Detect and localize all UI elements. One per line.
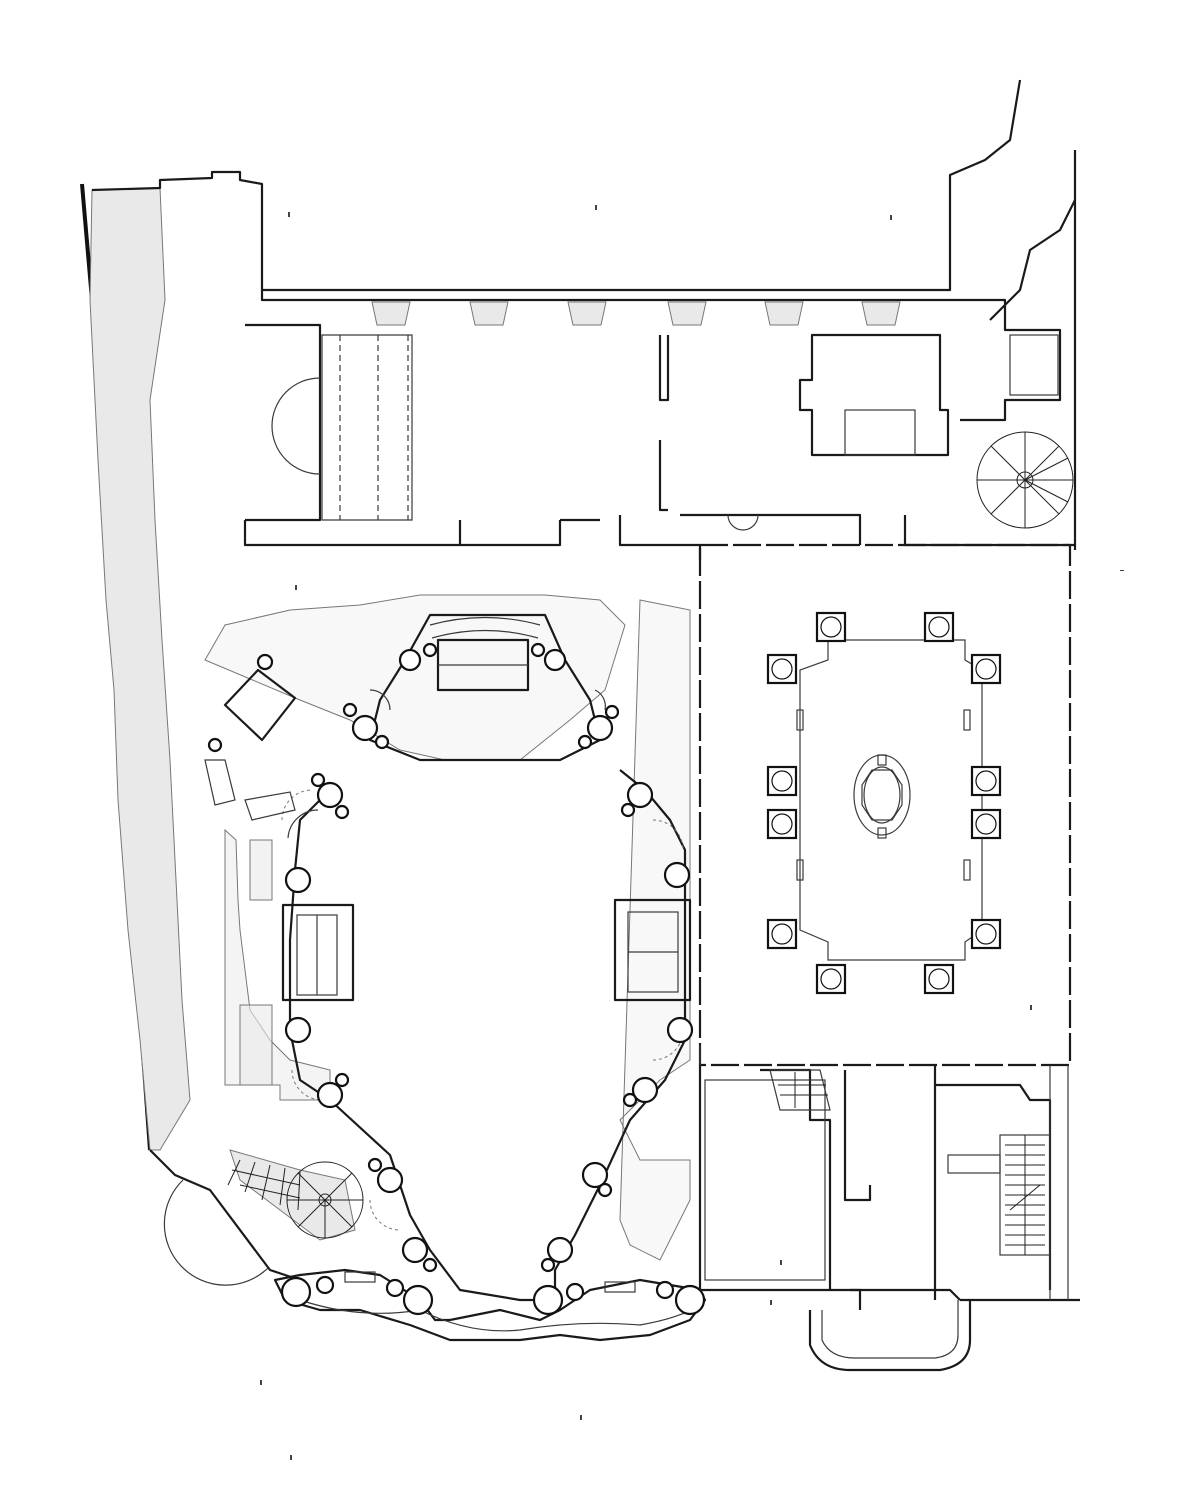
east-corridor-lines <box>699 1045 1069 1300</box>
column-cluster <box>342 702 390 750</box>
column-cluster <box>316 1072 350 1109</box>
column <box>815 963 847 995</box>
colonnade-hall <box>698 543 1072 1067</box>
column-cluster <box>581 1161 613 1198</box>
south-curved-facade <box>273 1268 707 1342</box>
column-cluster <box>666 1016 694 1044</box>
north-hall <box>245 323 562 547</box>
column-cluster <box>620 781 654 818</box>
column <box>970 808 1002 840</box>
oval-hall-east-niche <box>613 898 692 1002</box>
column <box>970 653 1002 685</box>
west-vestibule <box>204 653 606 1086</box>
column <box>766 765 798 797</box>
column-cluster <box>622 1076 659 1108</box>
north-east-spiral-stair <box>960 199 1076 529</box>
column <box>923 963 955 995</box>
column-cluster <box>540 1236 574 1273</box>
colonnade-columns <box>766 611 1002 995</box>
column-cluster <box>398 642 438 672</box>
column-cluster <box>577 704 620 750</box>
oval-hall-columns <box>284 642 694 1273</box>
scan-specks <box>260 205 1124 1460</box>
south-east-porch <box>808 1288 1080 1372</box>
column <box>766 653 798 685</box>
north-wing-outline <box>91 79 1077 550</box>
column-cluster <box>530 642 567 672</box>
column <box>766 918 798 950</box>
column <box>970 765 1002 797</box>
column-cluster <box>284 1016 312 1044</box>
column-cluster <box>401 1236 438 1273</box>
column-cluster <box>310 772 350 820</box>
west-boundary-wall <box>80 183 191 1151</box>
south-east-rooms <box>698 1065 1052 1310</box>
column <box>970 918 1002 950</box>
column-cluster <box>284 866 312 894</box>
column-cluster <box>663 861 691 889</box>
north-window-piers <box>371 301 901 326</box>
south-west-spiral-stair <box>149 1149 364 1286</box>
oval-hall-surround <box>204 594 691 1261</box>
north-wing-south-wall <box>243 513 1075 560</box>
north-chamber-fireplace <box>658 333 950 512</box>
column-cluster <box>367 1157 404 1194</box>
column <box>766 808 798 840</box>
column <box>815 611 847 643</box>
oval-hall-west-niche <box>281 903 355 1002</box>
column <box>923 611 955 643</box>
south-east-straight-stair <box>947 1134 1051 1256</box>
